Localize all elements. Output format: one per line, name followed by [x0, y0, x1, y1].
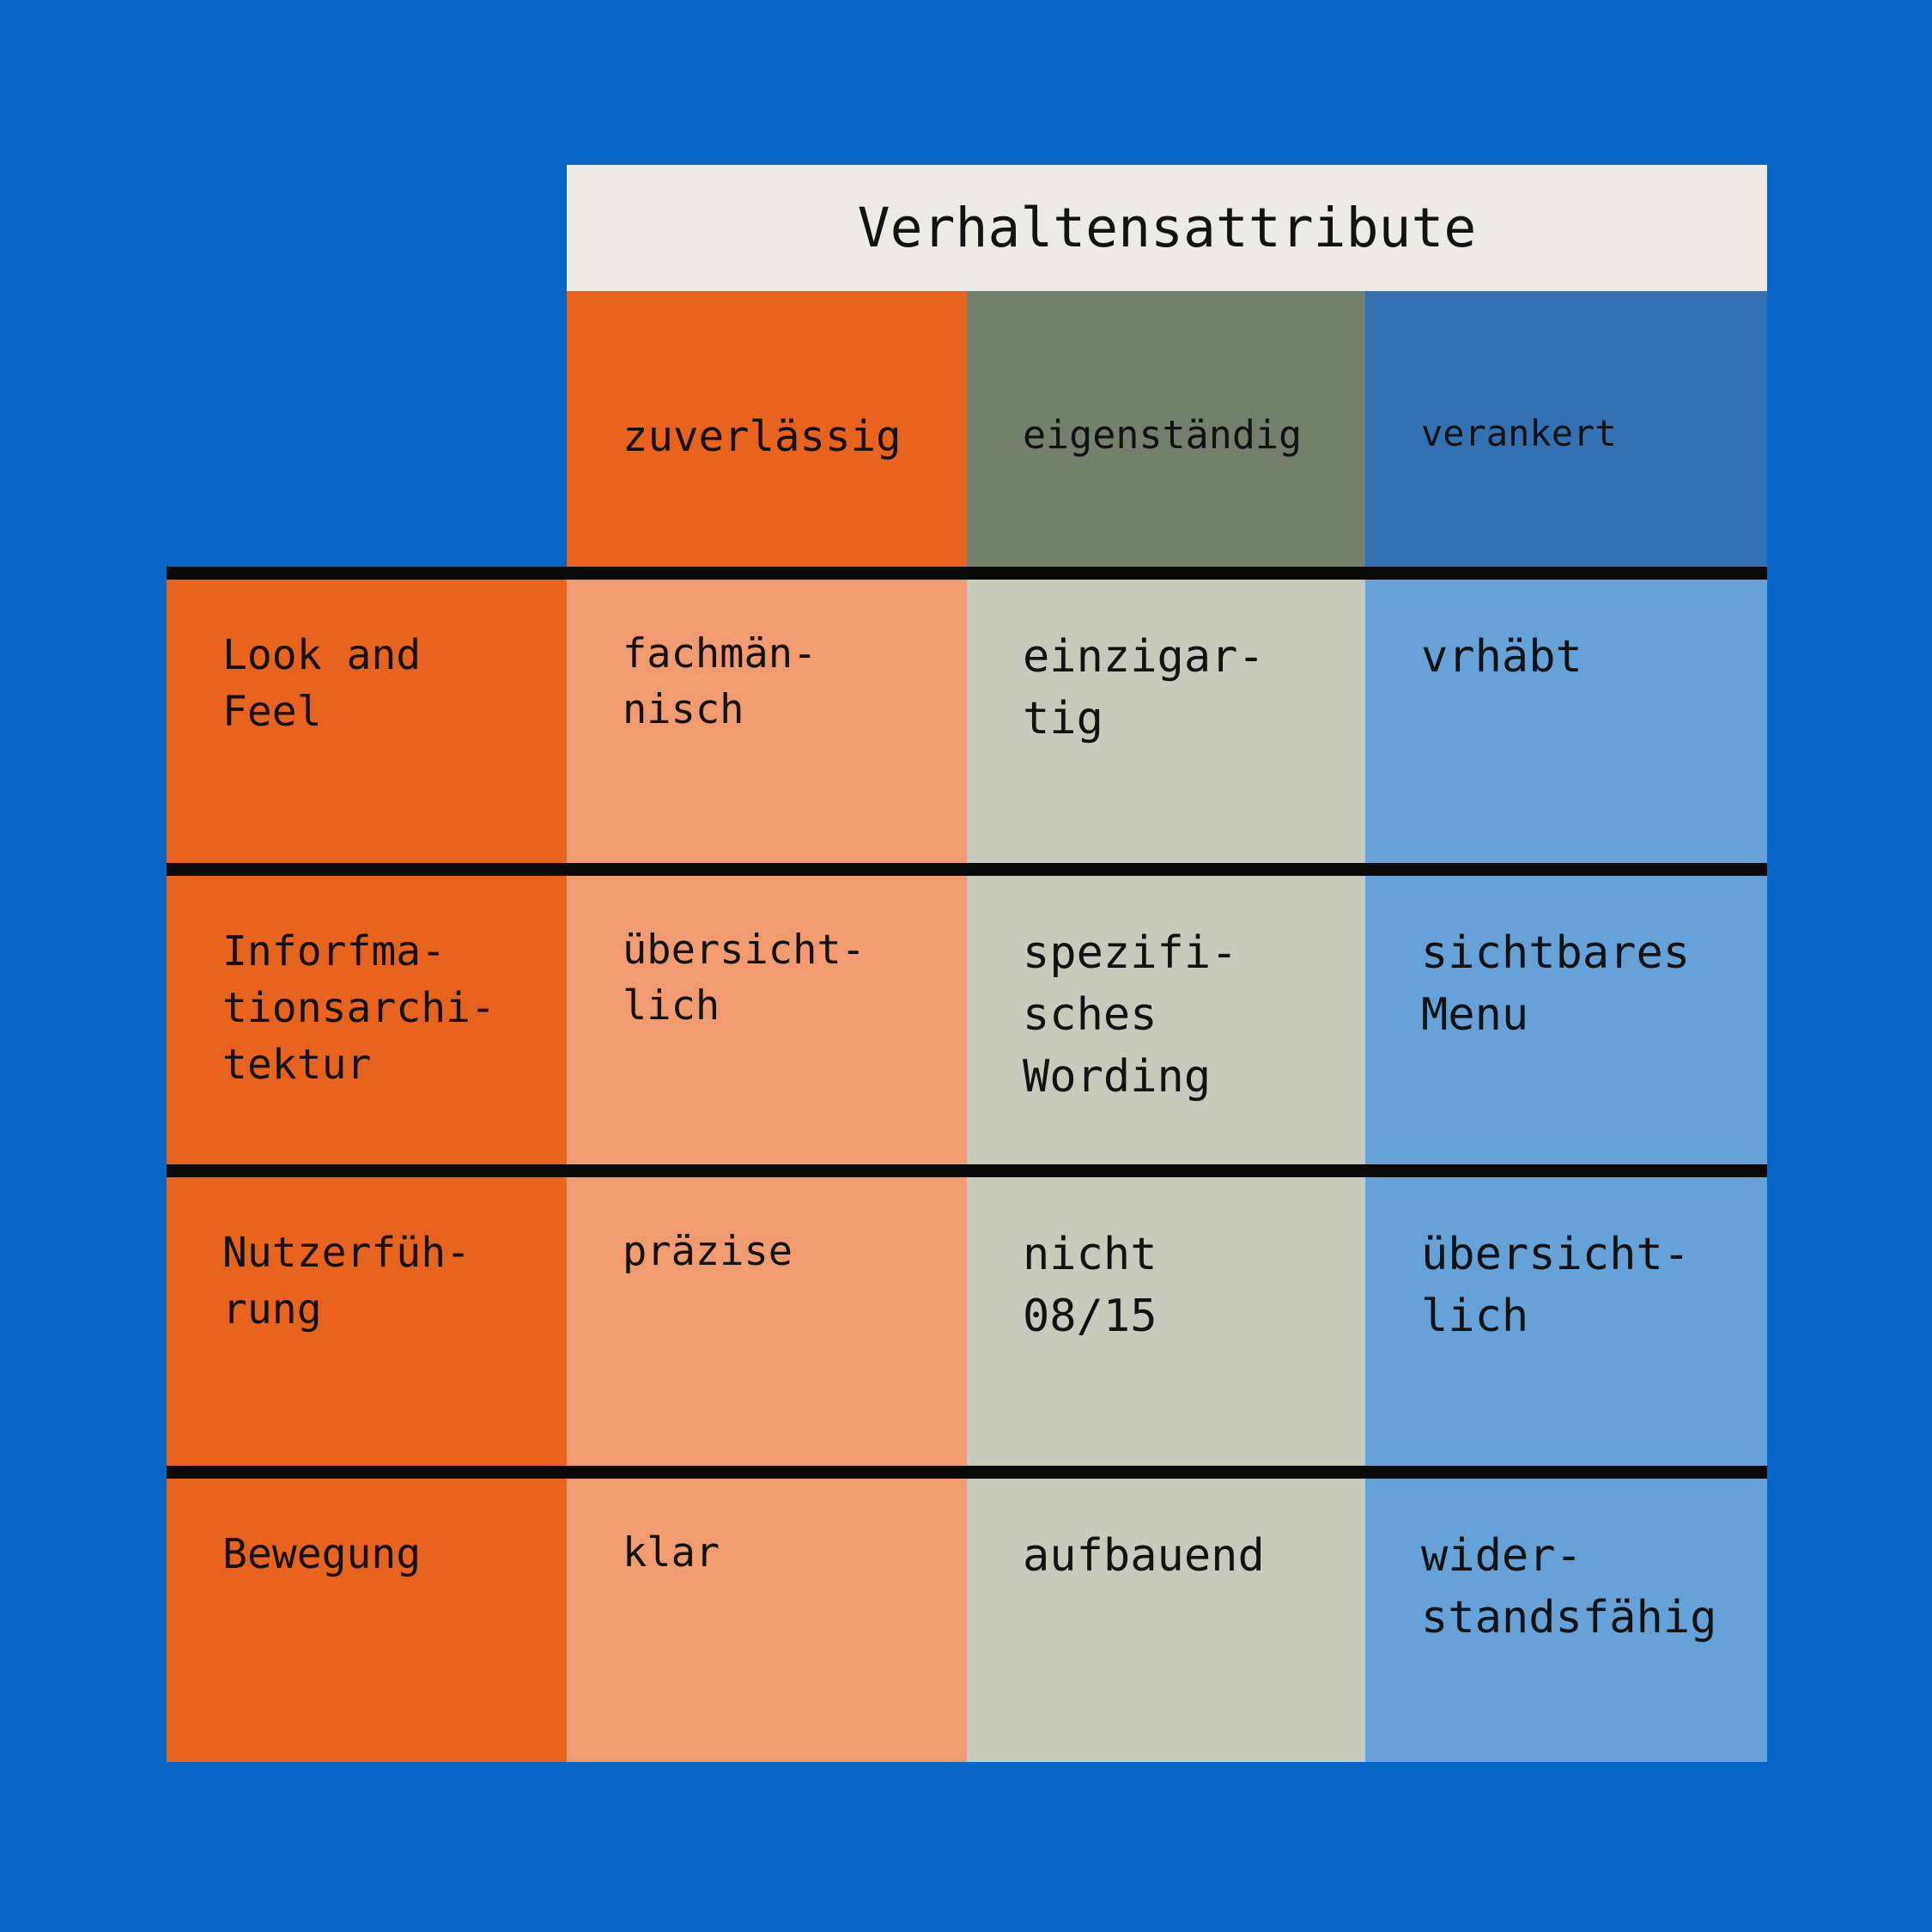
cell-text: nicht 08/15: [1023, 1229, 1157, 1342]
cell-text: präzise: [623, 1228, 793, 1275]
matrix-cell: klar: [567, 1479, 967, 1762]
row-divider: [167, 567, 1767, 580]
matrix-cell: aufbauend: [967, 1479, 1365, 1762]
row-label-cell: Nutzerfüh- rung: [167, 1177, 567, 1466]
row-label: Bewegung: [222, 1530, 422, 1578]
table-title-bar: Verhaltensattribute: [567, 165, 1767, 291]
row-label: Look and Feel: [222, 631, 422, 737]
row-label-cell: Bewegung: [167, 1479, 567, 1762]
cell-text: fachmän- nisch: [623, 630, 817, 733]
row-divider: [167, 863, 1767, 876]
cell-text: sichtbares Menu: [1421, 927, 1691, 1041]
matrix-cell: vrhäbt: [1365, 580, 1767, 863]
row-label-cell: Look and Feel: [167, 580, 567, 863]
matrix-cell: präzise: [567, 1177, 967, 1466]
matrix-cell: sichtbares Menu: [1365, 876, 1767, 1164]
table-title: Verhaltensattribute: [857, 197, 1477, 259]
cell-text: übersicht- lich: [1421, 1229, 1691, 1342]
matrix-cell: nicht 08/15: [967, 1177, 1365, 1466]
column-header-zuverlaessig: zuverlässig: [567, 291, 967, 567]
row-label-cell: Inforfma- tionsarchi- tektur: [167, 876, 567, 1164]
column-header-verankert: verankert: [1365, 291, 1767, 567]
column-header-label: zuverlässig: [623, 412, 902, 461]
row-label: Nutzerfüh- rung: [222, 1229, 471, 1334]
row-divider: [167, 1164, 1767, 1177]
matrix-cell: spezifi- sches Wording: [967, 876, 1365, 1164]
table-row-nutzerfuehrung: Nutzerfüh- rung präzise nicht 08/15 über…: [167, 1177, 1767, 1466]
matrix-cell: übersicht- lich: [567, 876, 967, 1164]
cell-text: spezifi- sches Wording: [1023, 927, 1238, 1103]
cell-text: übersicht- lich: [623, 927, 866, 1030]
column-header-eigenstaendig: eigenständig: [967, 291, 1365, 567]
cell-text: einzigar- tig: [1023, 631, 1265, 744]
matrix-cell: übersicht- lich: [1365, 1177, 1767, 1466]
cell-text: wider- standsfähig: [1421, 1530, 1717, 1643]
table-row-look-and-feel: Look and Feel fachmän- nisch einzigar- t…: [167, 580, 1767, 863]
matrix-body: Look and Feel fachmän- nisch einzigar- t…: [167, 567, 1767, 1762]
table-row-bewegung: Bewegung klar aufbauend wider- standsfäh…: [167, 1479, 1767, 1762]
row-label: Inforfma- tionsarchi- tektur: [222, 927, 495, 1090]
column-header-label: verankert: [1421, 412, 1617, 454]
cell-text: aufbauend: [1023, 1530, 1265, 1582]
column-header-label: eigenständig: [1023, 412, 1303, 458]
matrix-cell: einzigar- tig: [967, 580, 1365, 863]
row-divider: [167, 1466, 1767, 1479]
matrix-cell: wider- standsfähig: [1365, 1479, 1767, 1762]
matrix-cell: fachmän- nisch: [567, 580, 967, 863]
cell-text: klar: [623, 1529, 720, 1577]
cell-text: vrhäbt: [1421, 631, 1583, 683]
table-row-informationsarchitektur: Inforfma- tionsarchi- tektur übersicht- …: [167, 876, 1767, 1164]
